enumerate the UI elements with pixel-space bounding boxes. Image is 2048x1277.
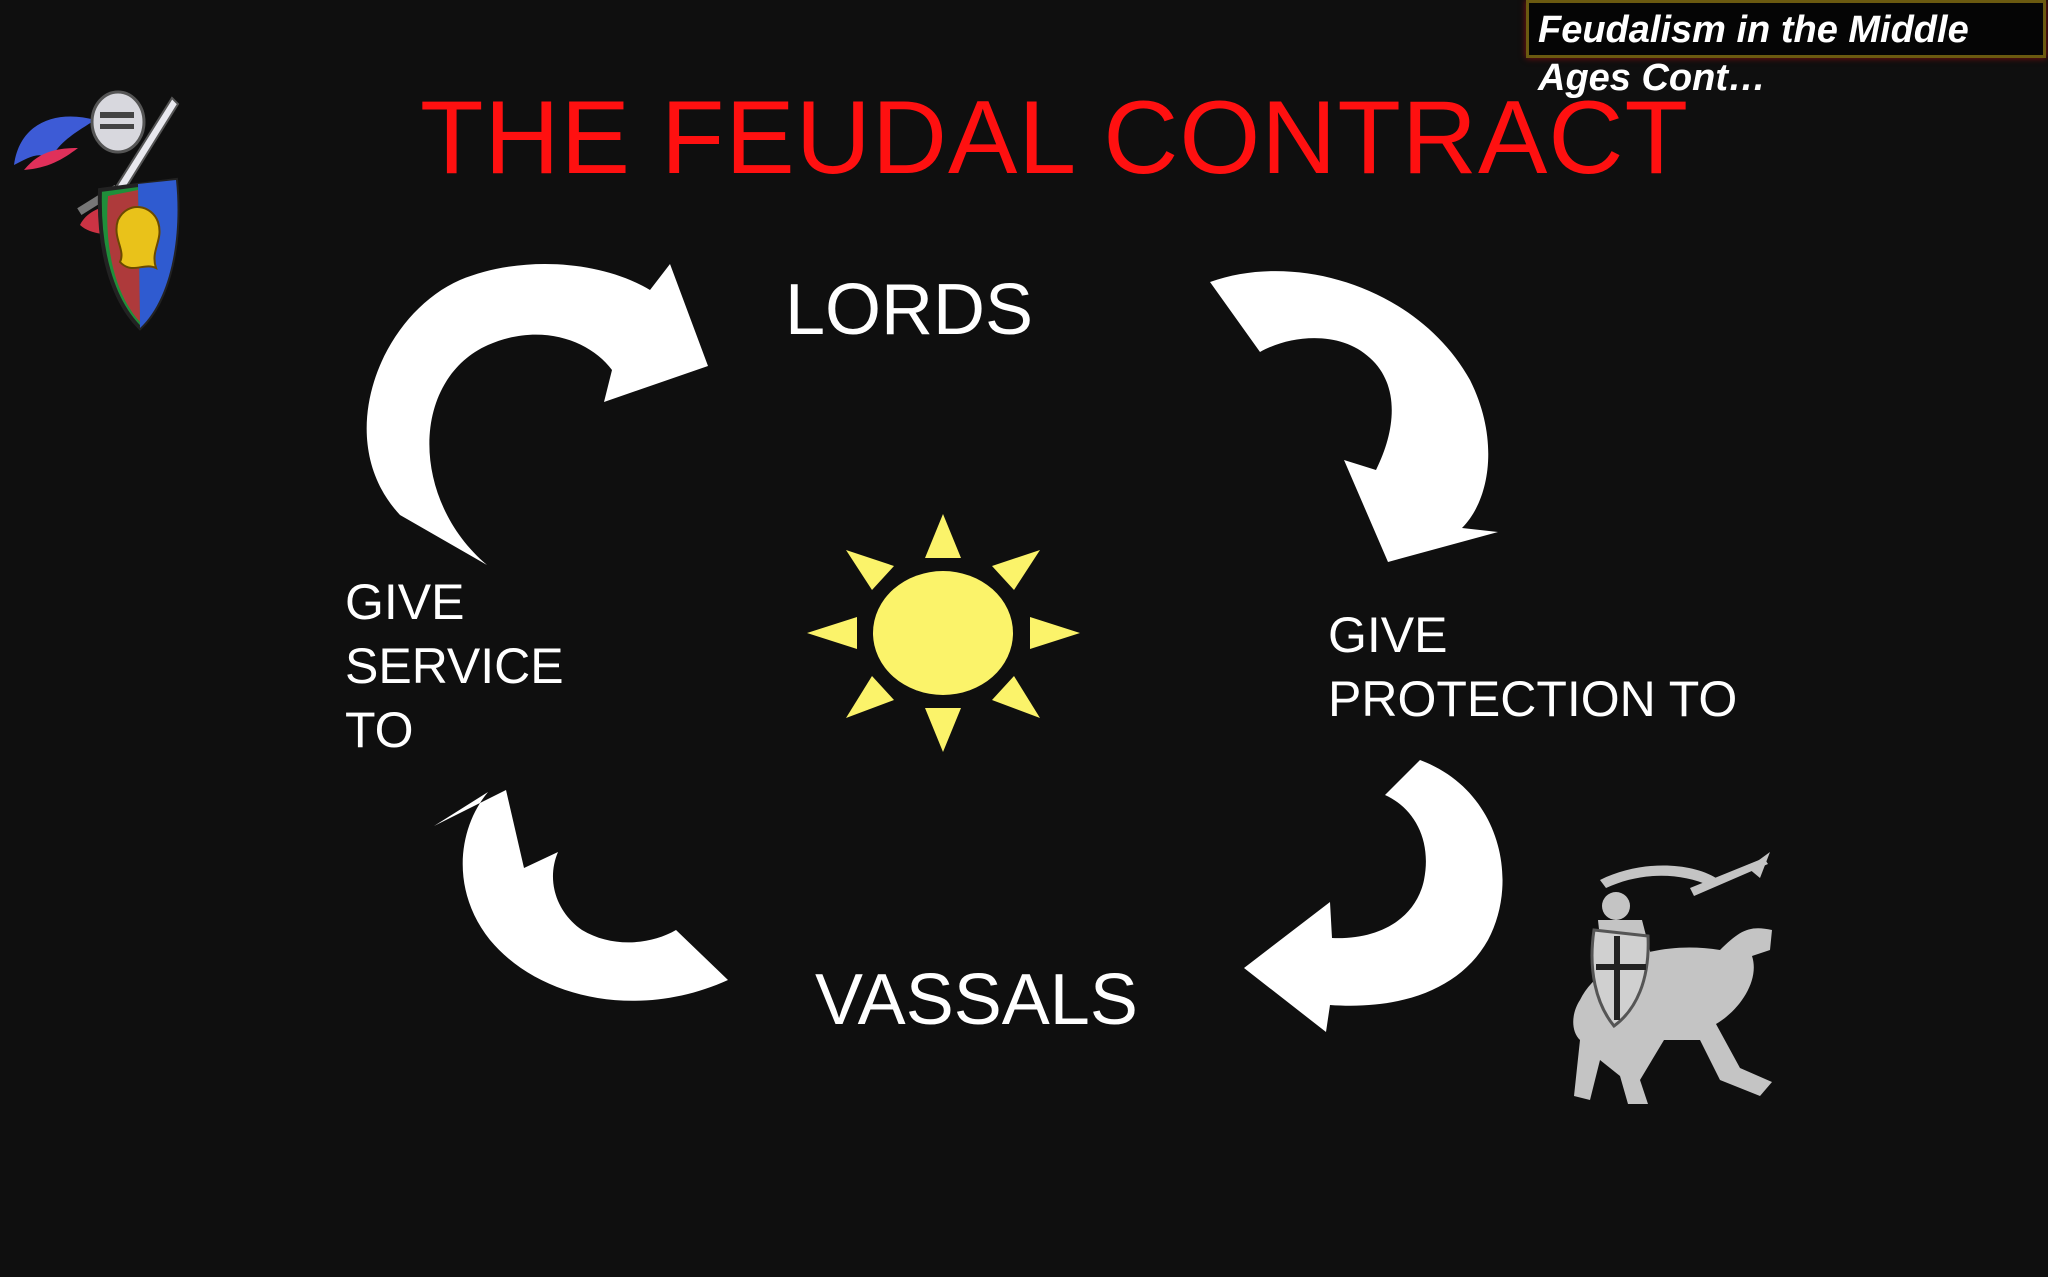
give-protection-label: GIVE PROTECTION TO xyxy=(1328,603,1737,731)
sun-ray-left xyxy=(807,617,857,649)
sun-ray-top-left xyxy=(846,550,894,590)
arrow-bottom-left xyxy=(434,790,728,1001)
give-service-line-3: TO xyxy=(345,702,414,758)
arrow-top-left xyxy=(366,263,708,565)
knight-with-shield-icon xyxy=(14,90,180,331)
give-service-label: GIVE SERVICE TO xyxy=(345,570,564,762)
corner-title-line-2: Ages Cont… xyxy=(1538,57,1766,99)
sun-ray-bottom xyxy=(925,708,961,752)
plume-blue xyxy=(14,116,95,165)
arrow-top-right xyxy=(1210,271,1498,562)
rider-head xyxy=(1602,892,1630,920)
helmet xyxy=(90,90,146,154)
corner-title-box xyxy=(1526,0,2046,58)
sun-icon xyxy=(807,514,1080,752)
lords-label: LORDS xyxy=(785,270,1034,350)
sun-ray-top xyxy=(925,514,961,558)
slide-title: THE FEUDAL CONTRACT xyxy=(420,80,1689,196)
sun-ray-bottom-right xyxy=(992,676,1040,718)
plume-red xyxy=(24,148,78,170)
sun-ray-right xyxy=(1030,617,1080,649)
sun-ray-top-right xyxy=(992,550,1040,590)
corner-title: Feudalism in the Middle Ages Cont… xyxy=(1538,6,2038,102)
lion-emblem xyxy=(115,206,161,270)
sun-disc xyxy=(873,571,1013,695)
visor-slit xyxy=(100,112,134,118)
sun-ray-bottom-left xyxy=(846,676,894,718)
give-protection-line-2: PROTECTION TO xyxy=(1328,671,1738,727)
rider-shield xyxy=(1590,928,1650,1029)
arrow-bottom-right xyxy=(1244,760,1503,1032)
corner-title-line-1: Feudalism in the Middle xyxy=(1538,9,1969,51)
vassals-label: VASSALS xyxy=(815,960,1138,1040)
mounted-knight-icon xyxy=(1573,852,1772,1104)
give-service-line-1: GIVE xyxy=(345,574,465,630)
give-service-line-2: SERVICE xyxy=(345,638,564,694)
give-protection-line-1: GIVE xyxy=(1328,607,1448,663)
